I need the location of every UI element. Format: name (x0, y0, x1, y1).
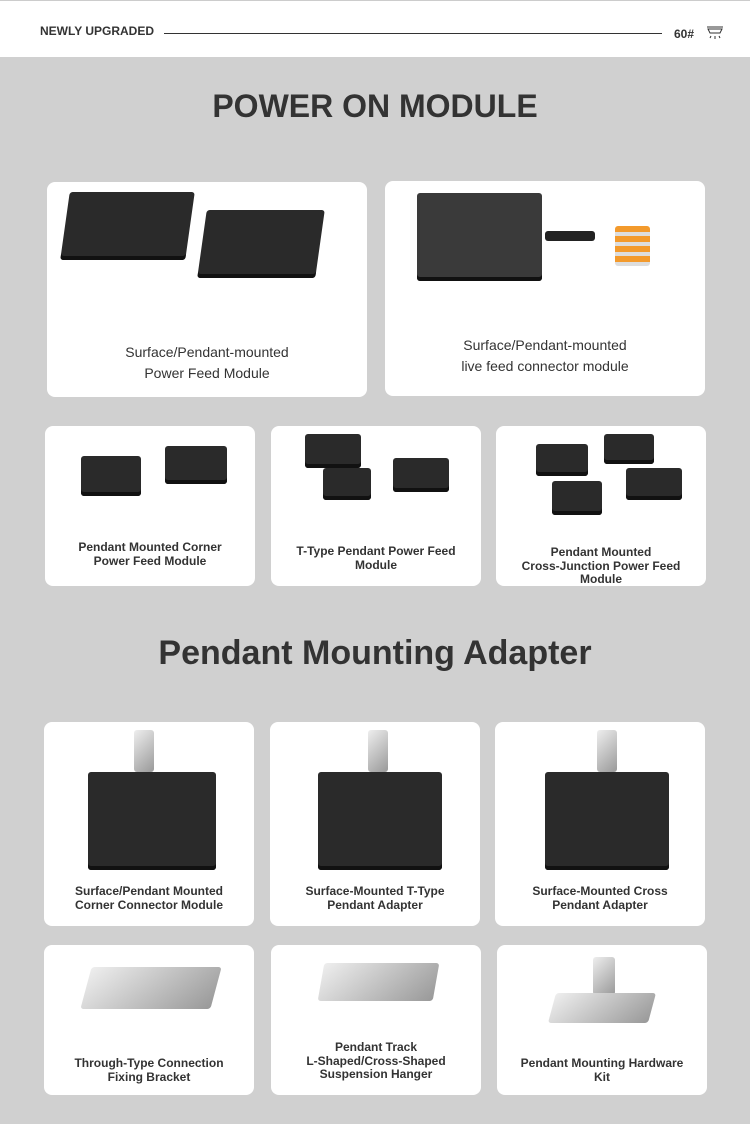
card-caption: Suspension Hanger (319, 1067, 433, 1081)
header-bar: NEWLY UPGRADED 60# (0, 0, 750, 57)
card-caption: Pendant Track (334, 1040, 418, 1054)
module-image (165, 446, 227, 484)
card-caption: Cross-Junction Power Feed (521, 558, 681, 573)
card-caption: T-Type Pendant Power Feed (296, 544, 456, 558)
connector-image (615, 226, 650, 266)
module-image (536, 444, 588, 476)
card-caption: Surface/Pendant Mounted (74, 884, 223, 898)
module-image (305, 434, 361, 468)
brand-label: NEWLY UPGRADED (40, 24, 155, 38)
adapter-image (545, 772, 669, 870)
card-caption: Kit (594, 1069, 610, 1084)
card-caption: Module (580, 572, 622, 586)
plate-image (547, 993, 657, 1023)
adapter-image (88, 772, 216, 870)
module-image (197, 210, 325, 278)
card-caption: Module (355, 557, 397, 572)
bracket-image (80, 967, 222, 1009)
bolt-image (593, 957, 615, 995)
divider (164, 33, 662, 34)
card-caption: Pendant Adapter (552, 897, 648, 912)
card-caption: Power Feed Module (144, 365, 270, 381)
hanger-image (317, 963, 440, 1001)
card-caption: Through-Type Connection (74, 1056, 224, 1070)
card-caption: Surface/Pendant-mounted (125, 344, 289, 360)
module-image (417, 193, 542, 281)
card-caption: Pendant Adapter (327, 897, 423, 912)
card-caption: L-Shaped/Cross-Shaped (306, 1053, 446, 1068)
card-caption: Surface/Pendant-mounted (463, 337, 627, 353)
card-caption: Pendant Mounted Corner (78, 540, 222, 554)
bolt-image (597, 730, 617, 772)
module-image (81, 456, 141, 496)
module-image (60, 192, 195, 260)
model-code: 60# (674, 27, 695, 41)
module-image (323, 468, 371, 500)
card-caption: Power Feed Module (93, 553, 207, 568)
ceiling-lamp-icon (707, 26, 723, 39)
card-caption: live feed connector module (461, 358, 629, 374)
bolt-image (368, 730, 388, 772)
cable-image (545, 231, 595, 241)
module-image (626, 468, 682, 500)
section-title-adapter: Pendant Mounting Adapter (158, 634, 592, 672)
card-caption: Fixing Bracket (107, 1069, 191, 1084)
card-caption: Pendant Mounting Hardware (520, 1056, 684, 1070)
product-card[interactable]: Surface/Pendant-mounted live feed connect… (385, 181, 705, 396)
card-caption: Corner Connector Module (74, 897, 223, 912)
section-title-power: POWER ON MODULE (212, 88, 538, 124)
bolt-image (134, 730, 154, 772)
card-caption: Pendant Mounted (550, 545, 652, 559)
module-image (552, 481, 602, 515)
module-image (604, 434, 654, 464)
adapter-image (318, 772, 442, 870)
card-caption: Surface-Mounted T-Type (305, 884, 445, 898)
card-caption: Surface-Mounted Cross (532, 884, 668, 898)
module-image (393, 458, 449, 492)
